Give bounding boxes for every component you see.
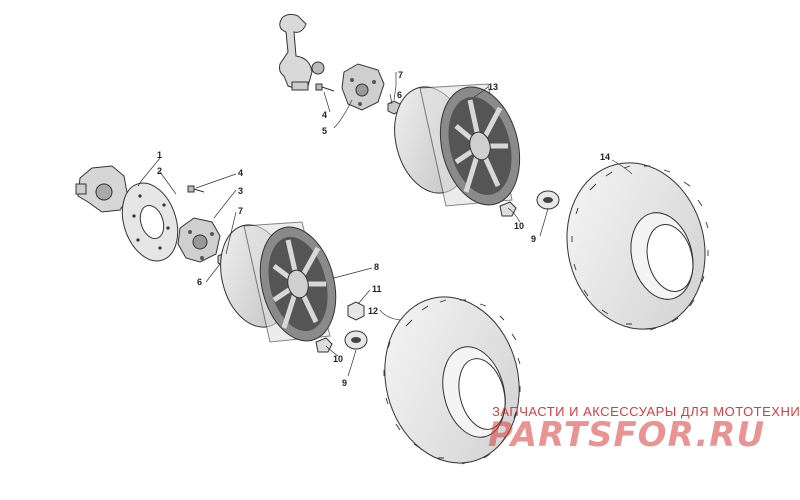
left-steering-knuckle [75,165,129,213]
watermark: ЗАПЧАСТИ И АКСЕССУАРЫ ДЛЯ МОТОТЕХНИКИ PA… [488,404,800,455]
callout-4: 4 [238,168,243,178]
upper-wheel-hub [341,63,385,111]
callout-8: 8 [374,262,379,272]
callout-13: 13 [488,82,498,92]
callout-6: 6 [397,90,402,100]
upper-wheel-rim [394,83,521,207]
callout-7: 7 [238,206,243,216]
callout-5: 5 [322,126,327,136]
upper-hub-bolt [315,83,335,92]
callout-14: 14 [600,152,610,162]
lower-center-cap [344,330,368,350]
watermark-brand: PARTSFOR.RU [488,415,765,455]
callout-12: 12 [368,306,378,316]
callout-10: 10 [514,221,524,231]
lower-valve-stem [315,337,333,353]
lower-lug-nut-cover [347,301,365,321]
upper-center-cap [536,190,560,210]
callout-11: 11 [372,284,382,294]
rear-tire [566,162,709,331]
front-tire [383,296,521,465]
callout-10: 10 [333,354,343,364]
callout-9: 9 [531,234,536,244]
callout-labels: 1 2 3 4 4 5 6 6 7 7 8 9 9 10 10 11 12 13… [157,70,610,388]
brake-disc [121,182,179,262]
callout-7: 7 [398,70,403,80]
lower-wheel-rim [220,221,337,343]
upper-steering-knuckle [279,13,325,91]
callout-3: 3 [238,186,243,196]
upper-valve-stem [499,201,517,217]
callout-4: 4 [322,110,327,120]
callout-2: 2 [157,166,162,176]
left-disc-bolt [187,185,205,193]
leader-lines [137,72,633,377]
callout-1: 1 [157,150,162,160]
watermark-tagline: ЗАПЧАСТИ И АКСЕССУАРЫ ДЛЯ МОТОТЕХНИКИ [492,404,800,419]
callout-6: 6 [197,277,202,287]
left-wheel-hub [177,217,221,263]
callout-9: 9 [342,378,347,388]
